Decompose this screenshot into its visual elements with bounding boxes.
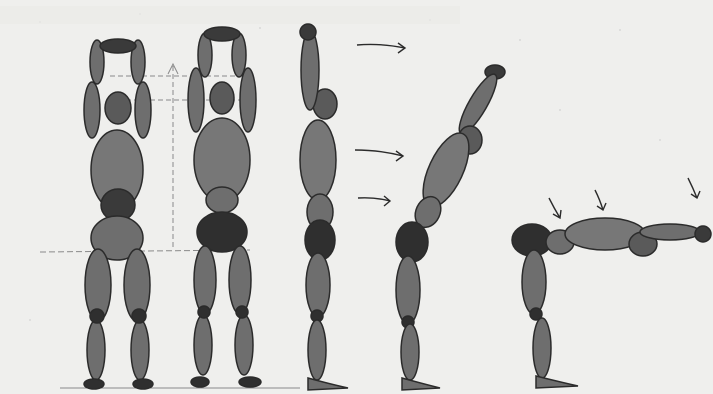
thigh [306, 253, 330, 317]
foot [402, 378, 440, 390]
shin [401, 324, 419, 380]
left-knee [90, 309, 104, 323]
right-foot [239, 377, 261, 387]
right-shin [235, 315, 253, 375]
arm [640, 224, 700, 240]
figure-back-arch [396, 65, 505, 390]
left-thigh [194, 246, 216, 314]
thigh [396, 256, 420, 324]
arrow-icon [549, 198, 561, 218]
right-foot [133, 379, 153, 389]
figure-front-view [188, 27, 261, 387]
shin [533, 318, 551, 378]
arrow-icon [358, 196, 390, 206]
hands [695, 226, 711, 242]
left-shin [87, 320, 105, 380]
right-knee [132, 309, 146, 323]
pelvis [396, 222, 428, 262]
left-foot [84, 379, 104, 389]
left-upper-arm [188, 68, 204, 132]
thigh [522, 250, 546, 314]
left-upper-arm [84, 82, 100, 138]
hands [204, 27, 240, 41]
right-thigh [229, 246, 251, 314]
hands [300, 24, 316, 40]
arm [301, 30, 319, 110]
head [210, 82, 234, 114]
figure-back-view [84, 39, 153, 389]
arrow-icon [595, 190, 606, 210]
shin [308, 320, 326, 380]
left-knee [198, 306, 210, 318]
arrow-icon [355, 150, 403, 161]
right-shin [131, 320, 149, 380]
hands [100, 39, 136, 53]
waist [206, 187, 238, 213]
foot [536, 376, 578, 388]
right-knee [236, 306, 248, 318]
left-foot [191, 377, 209, 387]
figure-forward-bend [512, 218, 711, 388]
guide-lines [40, 64, 300, 388]
arm [453, 70, 503, 138]
left-shin [194, 315, 212, 375]
right-upper-arm [240, 68, 256, 132]
motion-arrows [355, 43, 700, 218]
torso [300, 120, 336, 200]
foot [308, 378, 348, 390]
arrow-icon [688, 178, 700, 198]
arrow-icon [357, 43, 405, 53]
figure-side-view [300, 24, 348, 390]
right-upper-arm [135, 82, 151, 138]
head [105, 92, 131, 124]
